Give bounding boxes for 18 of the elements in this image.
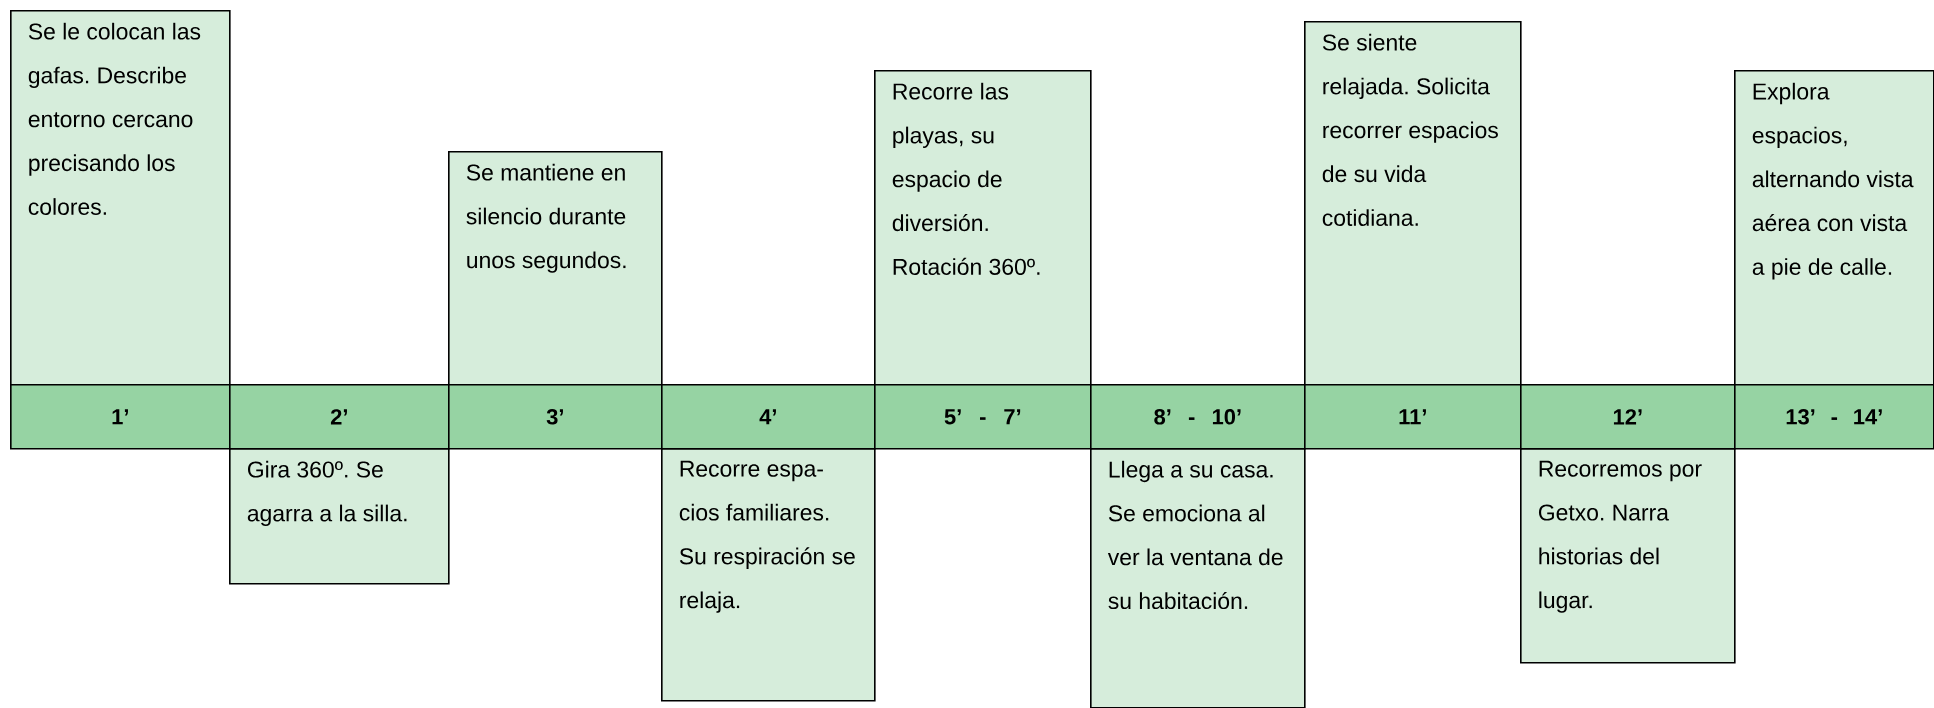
timeline-cell: 2’ bbox=[229, 384, 450, 450]
timeline-cell: 12’ bbox=[1520, 384, 1736, 450]
timeline-cell: 11’ bbox=[1304, 384, 1522, 450]
event-box: Gira 360º. Se agarra a la silla. bbox=[229, 448, 450, 585]
event-box: Recorremos por Getxo. Narra historias del lugar. bbox=[1520, 448, 1736, 664]
timeline-cell: 4’ bbox=[661, 384, 876, 450]
timeline-cell: 1’ bbox=[10, 384, 231, 450]
timeline-cell: 8’ - 10’ bbox=[1090, 384, 1306, 450]
event-box: Se siente relajada. Solicita recorrer espacios de su vida cotidiana. bbox=[1304, 21, 1522, 386]
event-box: Recorre las playas, su espacio de diversión. Rotación 360º. bbox=[874, 70, 1092, 386]
event-box: Se mantiene en silencio durante unos segundos. bbox=[448, 151, 663, 386]
event-box: Se le colocan las gafas. Describe entorno cercano precisando los colores. bbox=[10, 10, 231, 386]
timeline-cell: 13’ - 14’ bbox=[1734, 384, 1934, 450]
timeline-cell: 5’ - 7’ bbox=[874, 384, 1092, 450]
timeline-cell: 3’ bbox=[448, 384, 663, 450]
event-box: Explora espacios, alternando vista aérea con vista a pie de calle. bbox=[1734, 70, 1934, 386]
event-box: Recorre espa- cios familiares. Su respiración se relaja. bbox=[661, 448, 876, 702]
event-box: Llega a su casa. Se emociona al ver la ventana de su habitación. bbox=[1090, 448, 1306, 708]
